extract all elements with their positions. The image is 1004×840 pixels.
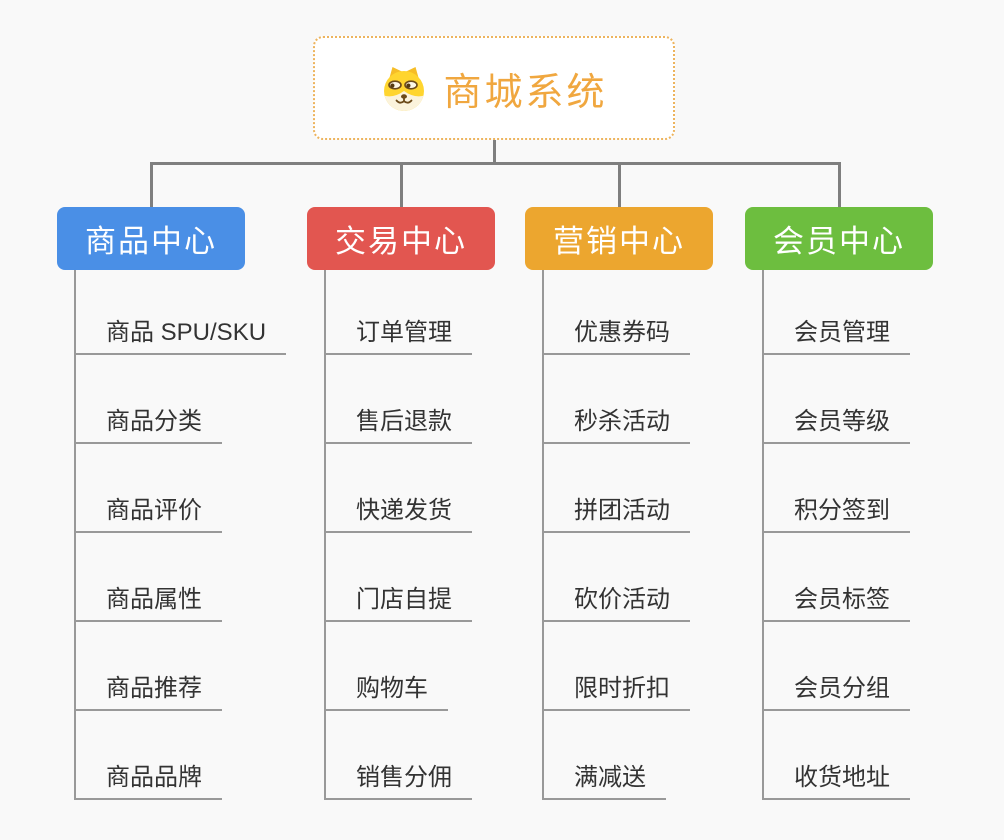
branch-node-2[interactable]: 交易中心 (307, 207, 495, 270)
connector-drop-line (149, 162, 153, 208)
child-row: 商品品牌 (74, 711, 286, 800)
child-node[interactable]: 优惠券码 (542, 312, 690, 355)
child-node[interactable]: 秒杀活动 (542, 401, 690, 444)
child-row: 收货地址 (762, 711, 910, 800)
child-row: 商品 SPU/SKU (74, 270, 287, 355)
child-node[interactable]: 销售分佣 (324, 757, 472, 800)
child-node[interactable]: 会员标签 (762, 579, 910, 622)
child-node[interactable]: 订单管理 (324, 312, 472, 355)
branch-node-1[interactable]: 商品中心 (57, 207, 245, 270)
child-row: 门店自提 (324, 533, 472, 622)
child-row: 销售分佣 (324, 711, 472, 800)
child-row: 满减送 (542, 711, 690, 800)
connector-horizontal-bar (149, 162, 841, 165)
child-row: 订单管理 (324, 270, 472, 355)
branch-children: 订单管理售后退款快递发货门店自提购物车销售分佣 (324, 270, 472, 800)
branch-children: 会员管理会员等级积分签到会员标签会员分组收货地址 (762, 270, 910, 800)
connector-drop-line (837, 162, 841, 208)
child-node[interactable]: 满减送 (542, 757, 666, 800)
child-node[interactable]: 商品评价 (74, 490, 222, 533)
branch-children: 优惠券码秒杀活动拼团活动砍价活动限时折扣满减送 (542, 270, 690, 800)
child-row: 购物车 (324, 622, 472, 711)
child-row: 秒杀活动 (542, 355, 690, 444)
child-node[interactable]: 拼团活动 (542, 490, 690, 533)
child-node[interactable]: 积分签到 (762, 490, 910, 533)
child-node[interactable]: 会员等级 (762, 401, 910, 444)
child-row: 商品评价 (74, 444, 286, 533)
child-row: 会员管理 (762, 270, 910, 355)
child-node[interactable]: 商品分类 (74, 401, 222, 444)
child-row: 会员分组 (762, 622, 910, 711)
child-row: 拼团活动 (542, 444, 690, 533)
child-node[interactable]: 购物车 (324, 668, 448, 711)
child-row: 限时折扣 (542, 622, 690, 711)
child-node[interactable]: 砍价活动 (542, 579, 690, 622)
child-row: 快递发货 (324, 444, 472, 533)
branch-children: 商品 SPU/SKU 商品分类商品评价商品属性商品推荐商品品牌 (74, 270, 287, 800)
child-node[interactable]: 商品品牌 (74, 757, 222, 800)
child-node[interactable]: 会员分组 (762, 668, 910, 711)
root-node[interactable]: 商城系统 (313, 36, 675, 140)
child-node[interactable]: 会员管理 (762, 312, 910, 355)
child-row: 会员等级 (762, 355, 910, 444)
child-row: 会员标签 (762, 533, 910, 622)
child-row: 商品推荐 (74, 622, 286, 711)
child-row: 售后退款 (324, 355, 472, 444)
branch-column-1: 商品中心 商品 SPU/SKU 商品分类商品评价商品属性商品推荐商品品牌 (57, 207, 287, 800)
child-row: 积分签到 (762, 444, 910, 533)
child-node[interactable]: 商品 SPU/SKU (74, 312, 287, 355)
child-row: 商品属性 (74, 533, 286, 622)
child-row: 优惠券码 (542, 270, 690, 355)
child-node[interactable]: 门店自提 (324, 579, 472, 622)
root-title: 商城系统 (443, 71, 608, 114)
child-node[interactable]: 快递发货 (324, 490, 472, 533)
branch-column-4: 会员中心 会员管理会员等级积分签到会员标签会员分组收货地址 (745, 207, 933, 800)
connector-drop-line (617, 162, 621, 208)
child-row: 砍价活动 (542, 533, 690, 622)
child-node[interactable]: 商品属性 (74, 579, 222, 622)
branch-column-3: 营销中心 优惠券码秒杀活动拼团活动砍价活动限时折扣满减送 (525, 207, 713, 800)
branch-node-3[interactable]: 营销中心 (525, 207, 713, 270)
branch-column-2: 交易中心 订单管理售后退款快递发货门店自提购物车销售分佣 (307, 207, 495, 800)
connector-root-stem (492, 139, 496, 164)
child-node[interactable]: 收货地址 (762, 757, 910, 800)
child-row: 商品分类 (74, 355, 286, 444)
dog-face-icon (384, 67, 425, 111)
child-node[interactable]: 商品推荐 (74, 668, 222, 711)
child-node[interactable]: 售后退款 (324, 401, 472, 444)
connector-drop-line (399, 162, 403, 208)
branch-node-4[interactable]: 会员中心 (745, 207, 933, 270)
child-node[interactable]: 限时折扣 (542, 668, 690, 711)
